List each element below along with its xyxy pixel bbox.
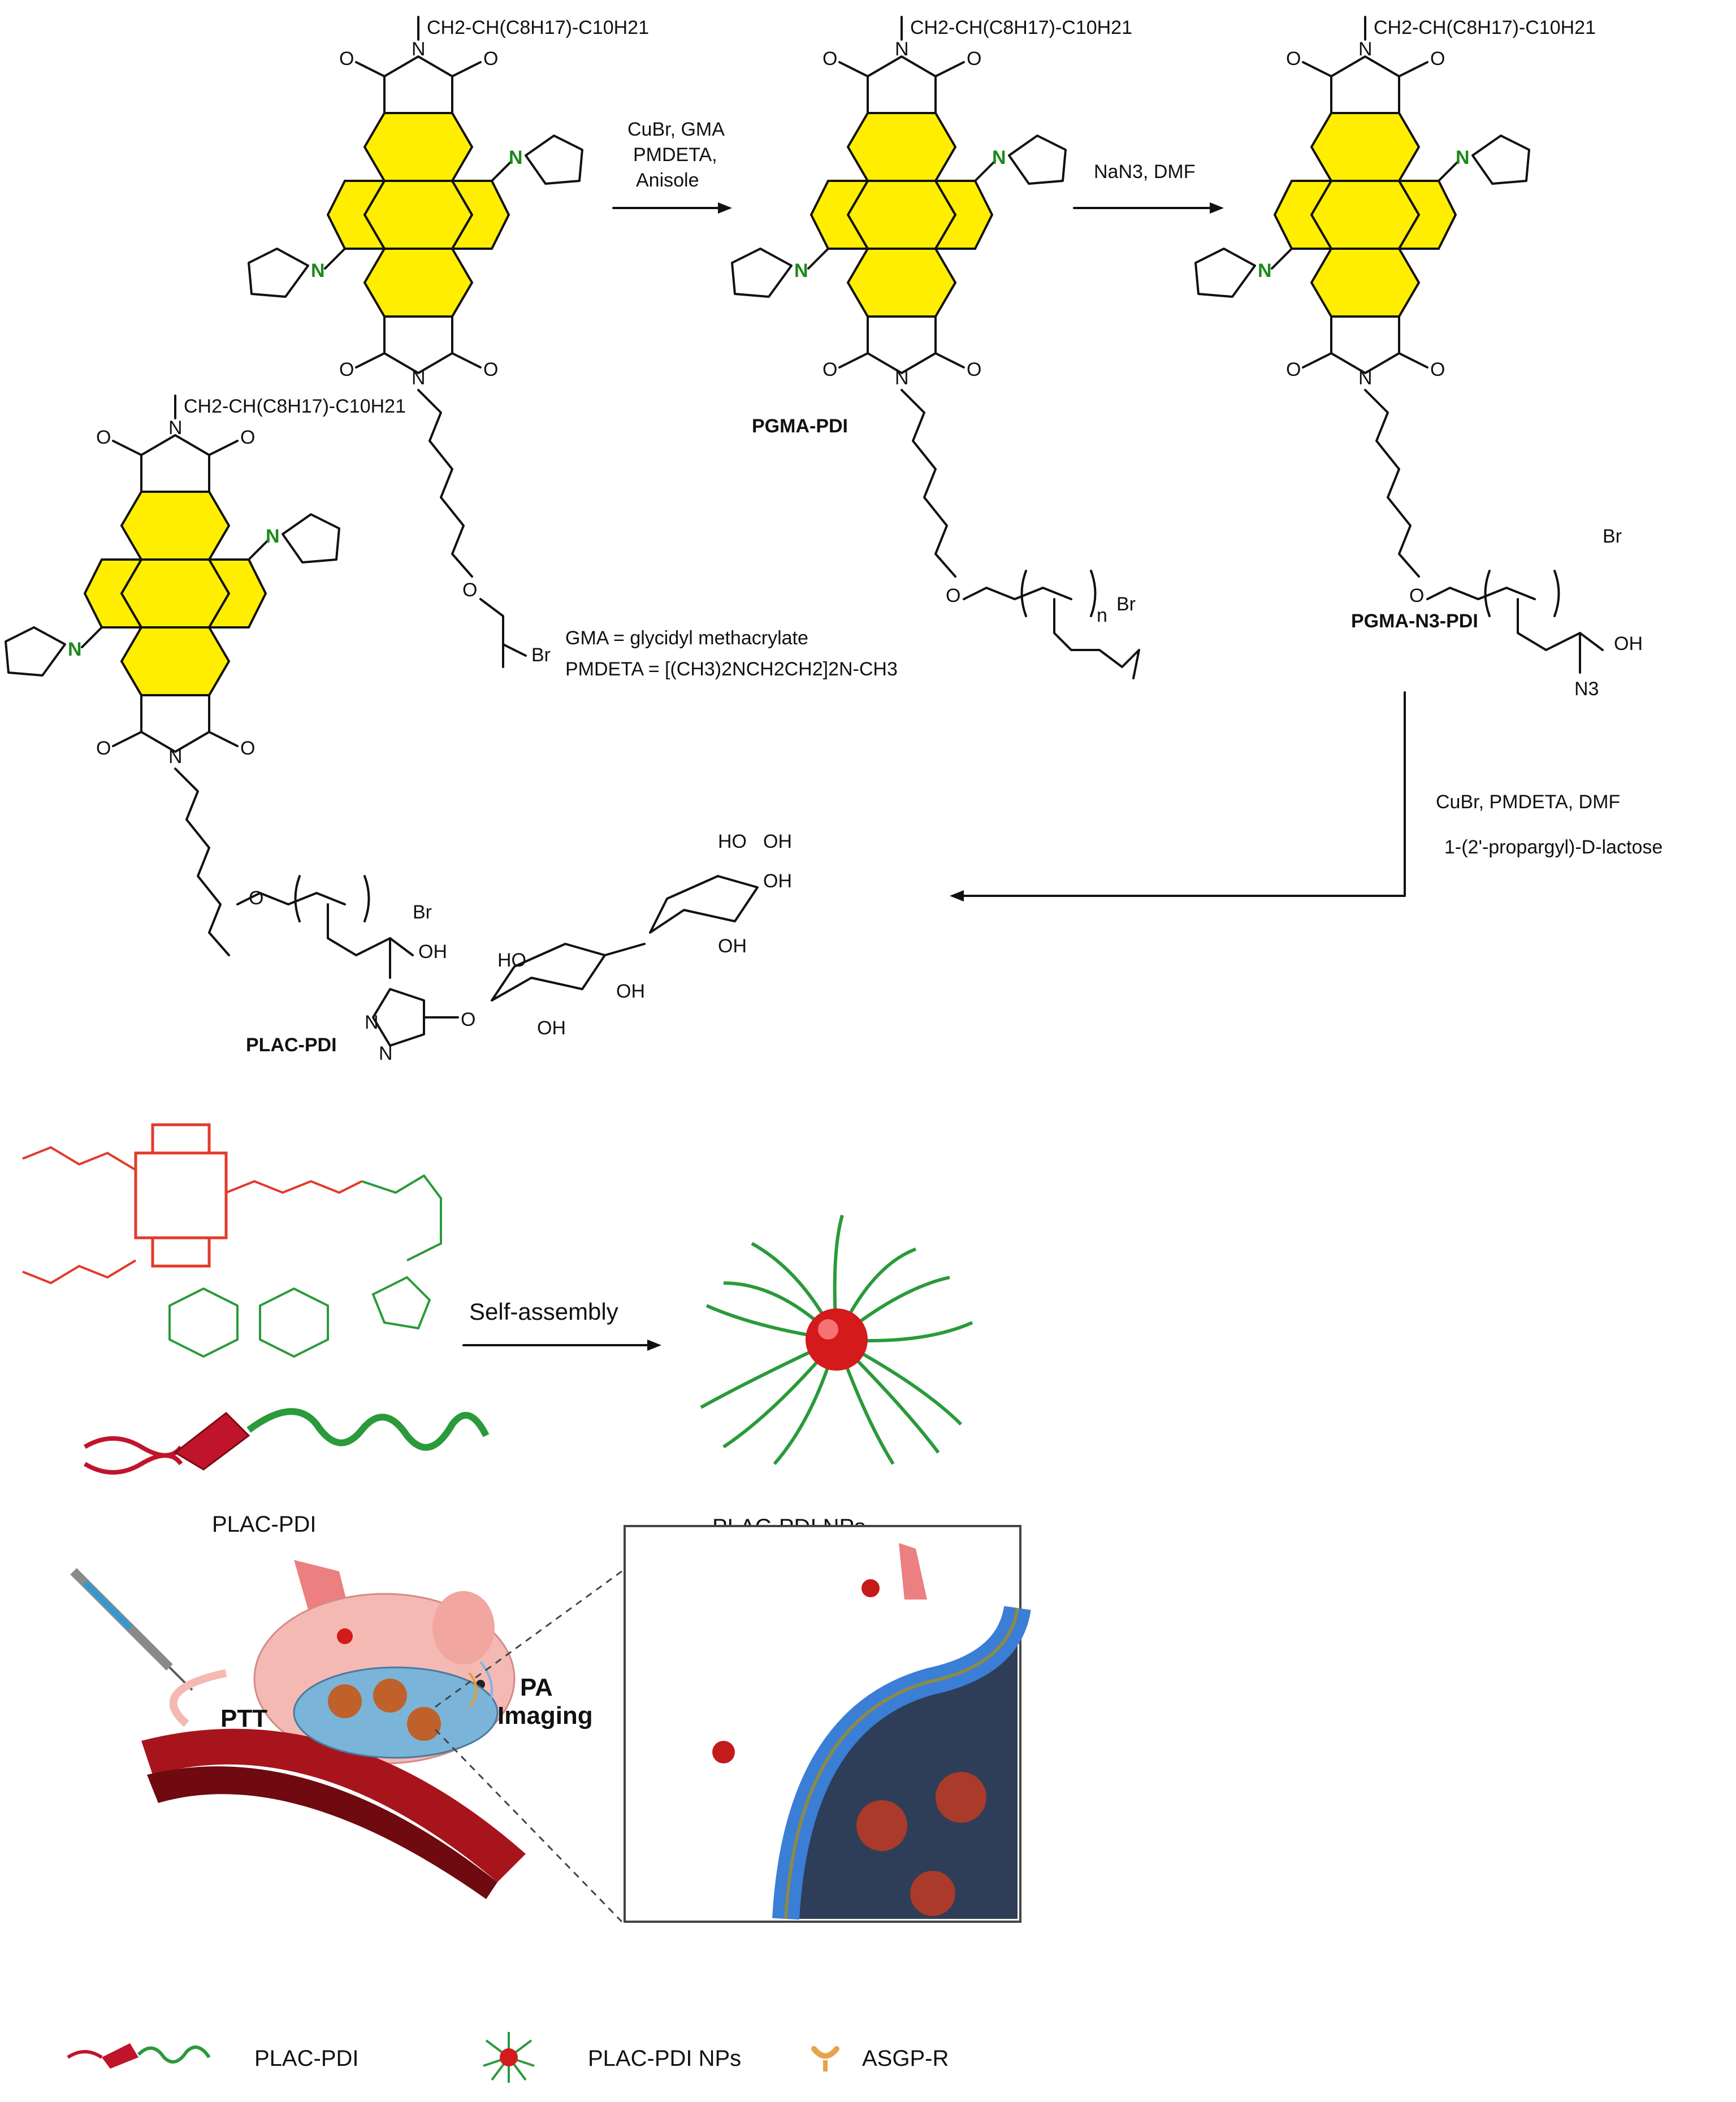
polymer-cartoon <box>83 1408 490 1475</box>
plac-pdi-structure: O Br OH N N O HO OH OH HO OH OH OH <box>5 395 792 1064</box>
svg-text:OH: OH <box>718 935 747 957</box>
svg-text:N3: N3 <box>1574 678 1599 700</box>
legend-label-plac-pdi: PLAC-PDI <box>254 2046 359 2071</box>
legend: PLAC-PDI PLAC-PDI NPs ASGP-R <box>67 2032 949 2083</box>
step3-line2: 1-(2'-propargyl)-D-lactose <box>1444 837 1663 858</box>
svg-text:Br: Br <box>1603 526 1622 547</box>
pgma-n3-pdi-structure: O Br OH N3 <box>1194 16 1643 700</box>
legend-label-asgp-r: ASGP-R <box>862 2046 949 2071</box>
pa-label-2: Imaging <box>497 1702 593 1730</box>
step2-label: NaN3, DMF <box>1094 161 1195 183</box>
svg-text:Br: Br <box>1116 593 1136 615</box>
svg-text:n: n <box>1097 605 1107 626</box>
svg-text:OH: OH <box>763 870 792 892</box>
svg-text:OH: OH <box>1614 633 1643 655</box>
step1-line2: PMDETA, <box>633 144 717 166</box>
ptt-label: PTT <box>220 1705 267 1732</box>
polymer-chain-icon <box>67 2043 211 2069</box>
alkyl-label-4: CH2-CH(C8H17)-C10H21 <box>184 396 406 417</box>
svg-text:HO: HO <box>497 950 526 971</box>
svg-text:O: O <box>946 585 960 606</box>
svg-text:N: N <box>379 1043 393 1064</box>
svg-text:OH: OH <box>418 941 447 963</box>
pgma-pdi-structure: O Br n <box>731 16 1140 679</box>
svg-text:OH: OH <box>763 831 792 852</box>
syringe-icon <box>70 1568 193 1691</box>
svg-text:O: O <box>1409 585 1424 606</box>
cell-zoom-panel <box>624 1525 1031 1923</box>
starting-pdi-initiator: O Br <box>248 16 583 668</box>
step3-line1: CuBr, PMDETA, DMF <box>1436 791 1620 813</box>
svg-text:Br: Br <box>413 902 432 923</box>
pgma-n3-pdi-label: PGMA-N3-PDI <box>1351 610 1478 632</box>
svg-text:O: O <box>461 1009 475 1030</box>
svg-text:O: O <box>462 579 477 601</box>
alkyl-label-3: CH2-CH(C8H17)-C10H21 <box>1374 17 1596 38</box>
plac-pdi-label: PLAC-PDI <box>246 1034 337 1056</box>
alkyl-label-1: CH2-CH(C8H17)-C10H21 <box>427 17 649 38</box>
pa-label-1: PA <box>520 1674 553 1701</box>
svg-text:OH: OH <box>616 981 645 1002</box>
pmdeta-note: PMDETA = [(CH3)2NCH2CH2]2N-CH3 <box>565 658 898 680</box>
gma-note: GMA = glycidyl methacrylate <box>565 627 808 649</box>
mouse-scene <box>70 1560 526 1899</box>
left-caption: PLAC-PDI <box>212 1512 317 1537</box>
svg-text:Br: Br <box>531 644 551 666</box>
svg-text:N: N <box>365 1012 379 1033</box>
svg-text:HO: HO <box>718 831 747 852</box>
nanoparticle-icon <box>483 2032 535 2083</box>
legend-label-plac-pdi-nps: PLAC-PDI NPs <box>588 2046 741 2071</box>
colored-structure <box>22 1123 442 1358</box>
step1-line3: Anisole <box>636 170 699 191</box>
alkyl-label-2: CH2-CH(C8H17)-C10H21 <box>910 17 1132 38</box>
reaction-arrow-3 <box>954 691 1406 897</box>
svg-text:OH: OH <box>537 1017 566 1039</box>
nanoparticle-illustration <box>700 1215 973 1465</box>
step1-line1: CuBr, GMA <box>627 119 725 140</box>
receptor-icon <box>811 2046 839 2071</box>
self-assembly-label: Self-assembly <box>469 1298 618 1325</box>
pgma-pdi-label: PGMA-PDI <box>752 415 848 437</box>
